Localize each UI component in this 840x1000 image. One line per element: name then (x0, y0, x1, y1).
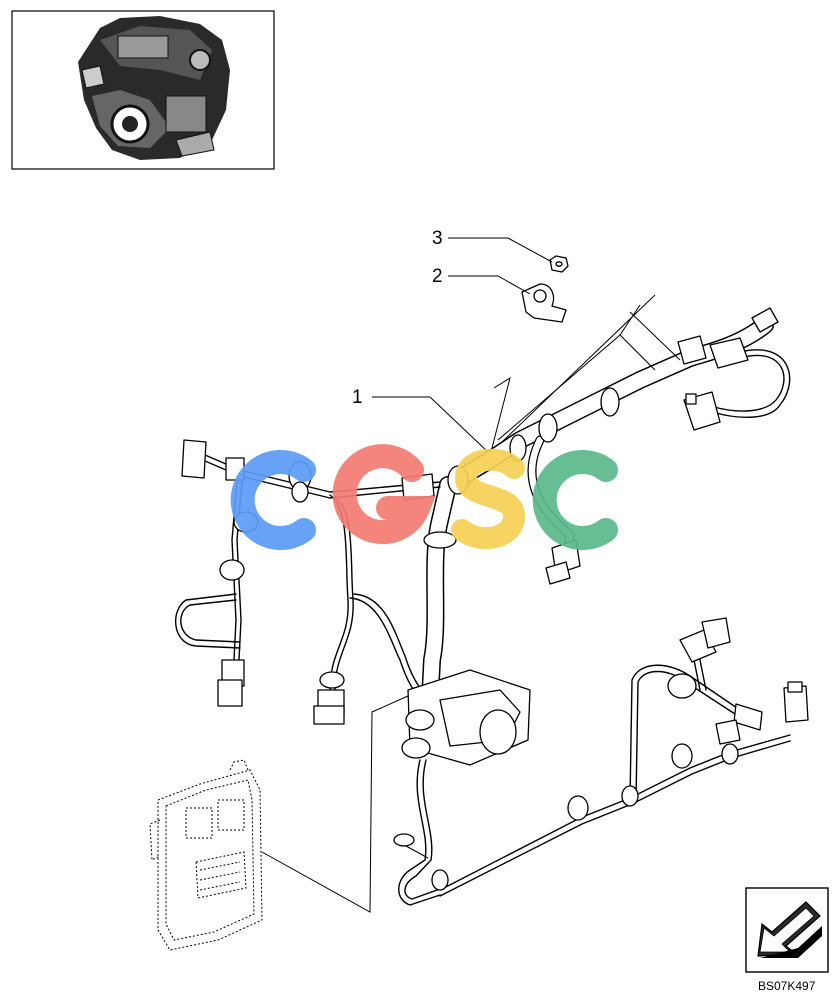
connectors[interactable] (181, 255, 809, 891)
callout-1: 1 (352, 387, 363, 408)
callout-3: 3 (432, 228, 443, 249)
ecu-module[interactable] (149, 759, 263, 951)
engine-thumbnail-icon[interactable] (11, 10, 275, 170)
arrow-nav-icon[interactable] (745, 887, 829, 973)
drawing-code: BS07K497 (758, 979, 816, 993)
watermark-logo (230, 444, 618, 550)
callout-2: 2 (432, 266, 443, 287)
leader-lines (261, 237, 681, 913)
